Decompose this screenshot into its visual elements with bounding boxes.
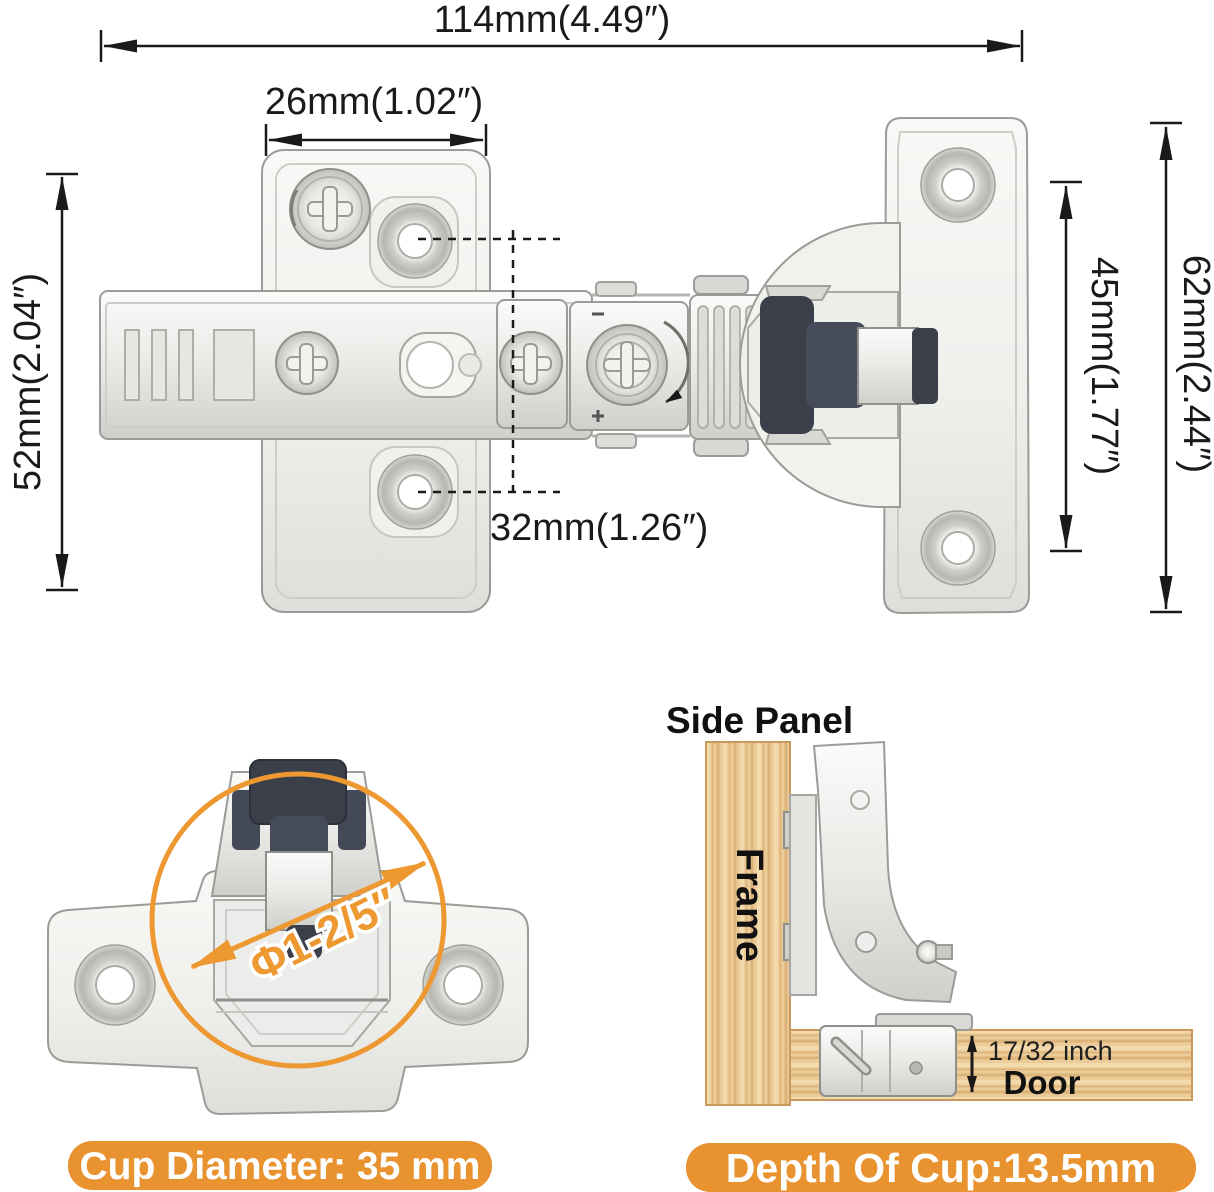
dim-hole-spacing: 32mm(1.26″) (490, 507, 708, 549)
door-label: Door (1004, 1064, 1081, 1101)
adjustment-screw-2 (569, 281, 690, 449)
hinge-side-arm (812, 740, 958, 1004)
dim-hole-spacing-label: 32mm(1.26″) (490, 507, 708, 549)
adjustment-screw-1 (496, 299, 568, 429)
cam-screw (289, 168, 371, 250)
dim-plate-width: 26mm(1.02″) (264, 81, 488, 156)
dim-face-height: 62mm(2.44″) (1150, 121, 1214, 614)
dim-plate-height: 52mm(2.04″) (7, 172, 78, 592)
badge-cup-depth-label: Depth Of Cup:13.5mm (726, 1145, 1157, 1191)
dim-holes-height-label: 45mm(1.77″) (1083, 257, 1125, 475)
arm-slot-hole (399, 332, 482, 398)
badge-cup-depth: Depth Of Cup:13.5mm (686, 1143, 1196, 1192)
hinge-cup-in-door (819, 1013, 973, 1097)
cup-diameter-arrow (190, 860, 427, 970)
dim-plate-height-label: 52mm(2.04″) (7, 273, 49, 491)
face-plate-hole-bottom (920, 510, 996, 586)
hole-spacing-guides (418, 230, 560, 500)
screw-hole-bottom (377, 454, 453, 530)
dim-overall-width-label: 114mm(4.49″) (434, 0, 671, 41)
soft-close-damper (760, 285, 938, 445)
hinge-top-view (99, 117, 1031, 615)
top-view-drawing: 114mm(4.49″) 26mm(1.02″) 52mm(2.04″) 32m… (7, 0, 1214, 615)
dim-holes-height: 45mm(1.77″) (1050, 180, 1125, 553)
dim-overall-width: 114mm(4.49″) (99, 0, 1024, 62)
side-panel-title: Side Panel (666, 700, 853, 741)
door-thickness-label: 17/32 inch (988, 1036, 1113, 1066)
cup-wing-hole-left (74, 944, 156, 1026)
dim-plate-width-label: 26mm(1.02″) (265, 81, 483, 123)
cup-closeup: Φ1-2/5″ (47, 759, 529, 1116)
badge-cup-diameter-label: Cup Diameter: 35 mm (80, 1145, 481, 1188)
frame-label: Frame (728, 848, 770, 962)
screw-hole-top (377, 203, 453, 279)
arm-ribs (124, 329, 255, 401)
cup-diameter-circle (149, 771, 447, 1069)
arm-center-screw (275, 331, 339, 395)
hinge-side-view (783, 740, 973, 1097)
dim-face-height-label: 62mm(2.44″) (1175, 255, 1214, 473)
face-plate-hole-top (920, 147, 996, 223)
badge-cup-diameter: Cup Diameter: 35 mm (68, 1141, 492, 1190)
frame-board (705, 741, 791, 1106)
side-panel-view: Side Panel Frame 17/32 inch Do (666, 700, 1193, 1106)
cup-wing-hole-right (422, 944, 504, 1026)
